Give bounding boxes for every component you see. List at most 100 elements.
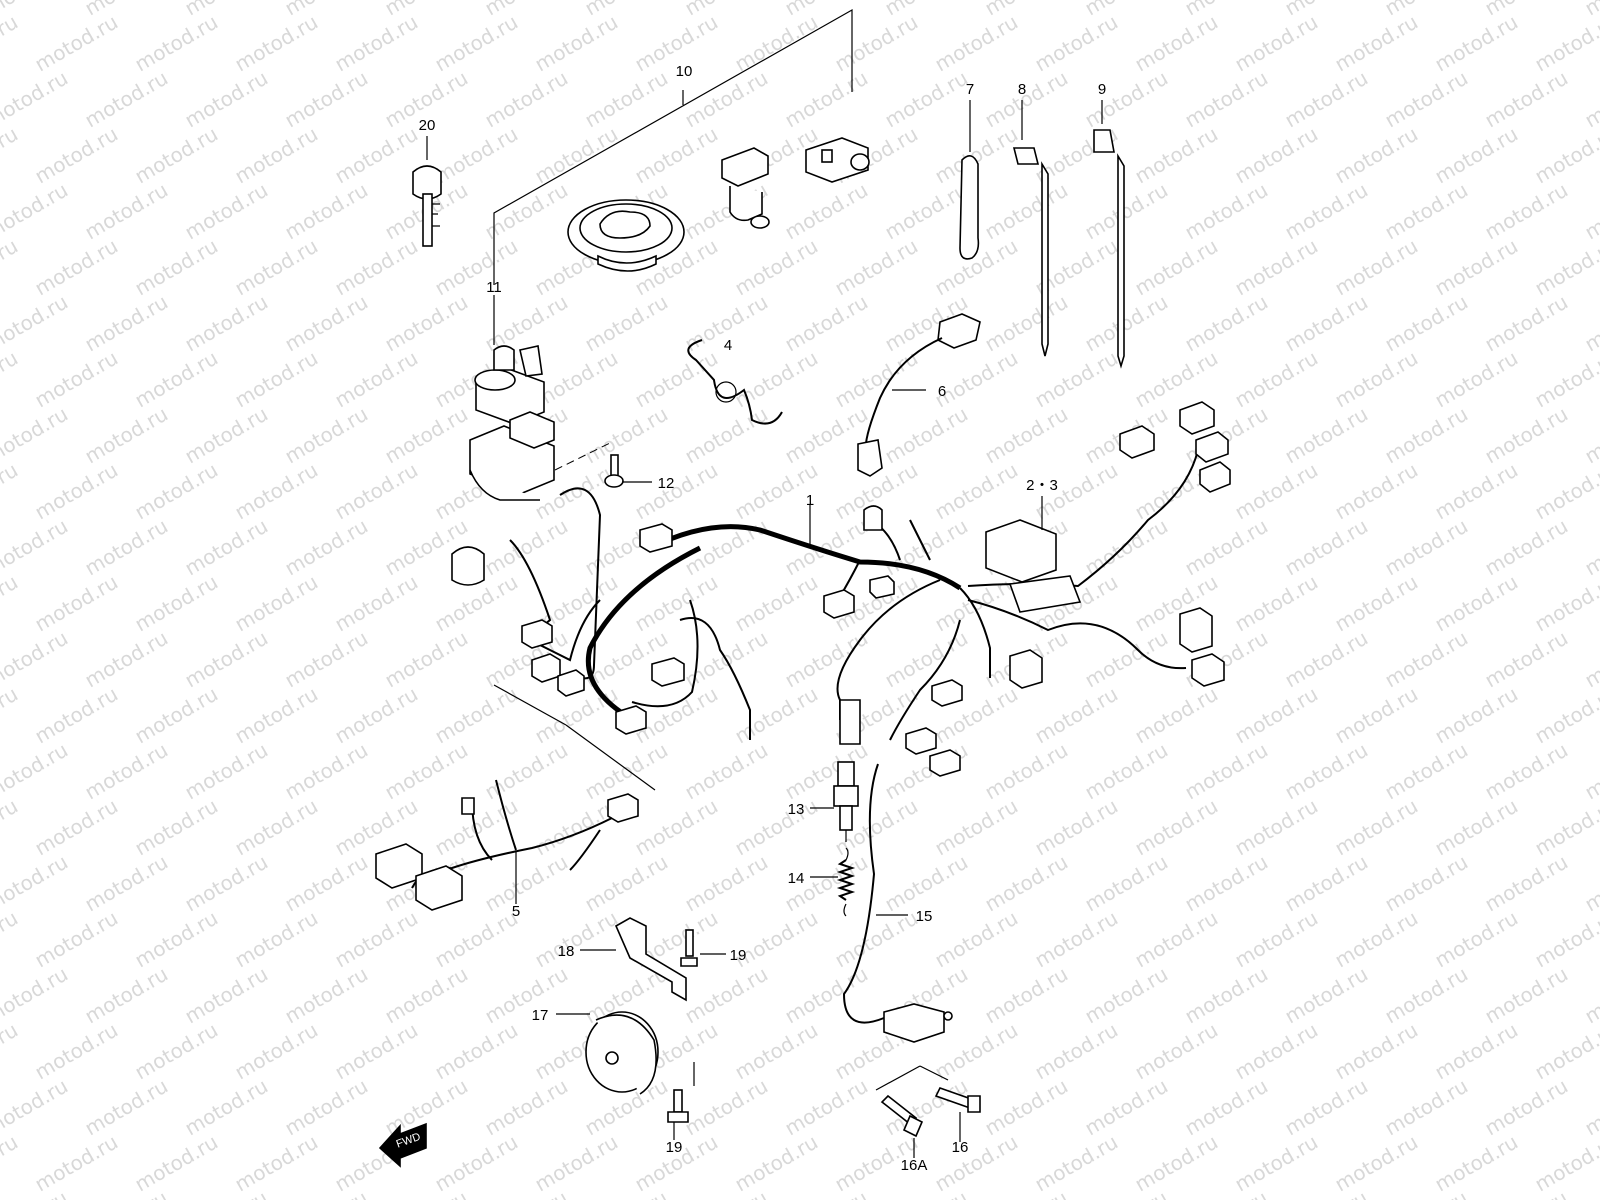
- watermark-text: motod.ru: [881, 402, 972, 469]
- watermark-text: motod.ru: [0, 794, 22, 861]
- watermark-text: motod.ru: [1031, 794, 1122, 861]
- watermark-text: motod.ru: [0, 1130, 22, 1197]
- watermark-text: motod.ru: [181, 738, 272, 805]
- watermark-text: motod.ru: [31, 346, 122, 413]
- callout-4: 4: [724, 337, 732, 354]
- watermark-text: motod.ru: [0, 850, 72, 917]
- watermark-text: motod.ru: [1131, 234, 1222, 301]
- watermark-text: motod.ru: [1581, 402, 1600, 469]
- callout-5: 5: [512, 903, 520, 920]
- lock-cylinder[interactable]: [805, 137, 870, 183]
- watermark-text: motod.ru: [1181, 178, 1272, 245]
- watermark-text: motod.ru: [1531, 10, 1600, 77]
- watermark-text: motod.ru: [1231, 346, 1322, 413]
- watermark-text: motod.ru: [1181, 66, 1272, 133]
- watermark-text: motod.ru: [1581, 738, 1600, 805]
- watermark-text: motod.ru: [131, 570, 222, 637]
- watermark-text: motod.ru: [131, 10, 222, 77]
- watermark-text: motod.ru: [131, 234, 222, 301]
- watermark-text: motod.ru: [481, 66, 572, 133]
- watermark-text: motod.ru: [0, 514, 72, 581]
- watermark-text: motod.ru: [981, 1186, 1072, 1200]
- watermark-text: motod.ru: [1231, 10, 1322, 77]
- horn-17[interactable]: [585, 1011, 659, 1095]
- watermark-text: motod.ru: [1281, 402, 1372, 469]
- watermark-text: motod.ru: [1581, 1186, 1600, 1200]
- watermark-text: motod.ru: [0, 234, 22, 301]
- bolt-19-upper[interactable]: [680, 929, 698, 967]
- spring-14[interactable]: [836, 847, 856, 917]
- watermark-text: motod.ru: [1131, 906, 1222, 973]
- callout-17: 17: [532, 1007, 549, 1024]
- watermark-text: motod.ru: [1181, 290, 1272, 357]
- watermark-text: motod.ru: [731, 458, 822, 525]
- watermark-text: motod.ru: [0, 402, 72, 469]
- watermark-text: motod.ru: [1231, 682, 1322, 749]
- clamp-8[interactable]: [1012, 100, 1049, 357]
- watermark-text: motod.ru: [981, 738, 1072, 805]
- bolt-16[interactable]: [934, 1087, 981, 1113]
- watermark-text: motod.ru: [1581, 178, 1600, 245]
- watermark-text: motod.ru: [481, 962, 572, 1029]
- clamp-9[interactable]: [1093, 100, 1125, 369]
- watermark-text: motod.ru: [981, 178, 1072, 245]
- watermark-text: motod.ru: [231, 682, 322, 749]
- watermark-text: motod.ru: [1131, 346, 1222, 413]
- watermark-text: motod.ru: [1281, 514, 1372, 581]
- watermark-text: motod.ru: [1381, 962, 1472, 1029]
- watermark-text: motod.ru: [1331, 10, 1422, 77]
- watermark-text: motod.ru: [1431, 570, 1522, 637]
- watermark-text: motod.ru: [81, 0, 172, 20]
- watermark-text: motod.ru: [281, 0, 372, 20]
- watermark-text: motod.ru: [181, 1074, 272, 1141]
- bolt-16a[interactable]: [880, 1094, 924, 1138]
- watermark-text: motod.ru: [781, 962, 872, 1029]
- main-wiring-harness[interactable]: [451, 401, 1231, 777]
- watermark-text: motod.ru: [1081, 178, 1172, 245]
- watermark-text: motod.ru: [1481, 1186, 1572, 1200]
- fuel-cap[interactable]: [567, 199, 685, 272]
- watermark-text: motod.ru: [1531, 122, 1600, 189]
- lead-wire-6[interactable]: [857, 313, 981, 477]
- seat-lock[interactable]: [721, 147, 770, 229]
- watermark-text: motod.ru: [1381, 0, 1472, 20]
- watermark-text: motod.ru: [1381, 178, 1472, 245]
- watermark-text: motod.ru: [881, 0, 972, 20]
- watermark-text: motod.ru: [1331, 1018, 1422, 1085]
- watermark-text: motod.ru: [1481, 0, 1572, 20]
- ignition-switch[interactable]: [469, 295, 555, 501]
- bolt-19-lower[interactable]: [667, 1089, 689, 1123]
- watermark-text: motod.ru: [131, 458, 222, 525]
- watermark-text: motod.ru: [881, 178, 972, 245]
- watermark-text: motod.ru: [231, 10, 322, 77]
- watermark-text: motod.ru: [781, 66, 872, 133]
- watermark-text: motod.ru: [31, 458, 122, 525]
- watermark-text: motod.ru: [1331, 570, 1422, 637]
- watermark-text: motod.ru: [1231, 122, 1322, 189]
- sub-harness-5[interactable]: [375, 684, 656, 911]
- watermark-text: motod.ru: [231, 1018, 322, 1085]
- watermark-text: motod.ru: [231, 458, 322, 525]
- watermark-text: motod.ru: [231, 570, 322, 637]
- ignition-key[interactable]: [412, 165, 442, 247]
- watermark-text: motod.ru: [1431, 346, 1522, 413]
- watermark-text: motod.ru: [0, 906, 22, 973]
- brake-switch-13[interactable]: [833, 761, 859, 842]
- bolt-12[interactable]: [604, 454, 624, 488]
- watermark-text: motod.ru: [0, 1186, 72, 1200]
- spring-4[interactable]: [687, 339, 783, 425]
- watermark-text: motod.ru: [181, 1186, 272, 1200]
- watermark-text: motod.ru: [881, 66, 972, 133]
- watermark-text: motod.ru: [1581, 66, 1600, 133]
- watermark-text: motod.ru: [1381, 402, 1472, 469]
- watermark-text: motod.ru: [181, 514, 272, 581]
- watermark-text: motod.ru: [1181, 1074, 1272, 1141]
- watermark-text: motod.ru: [81, 850, 172, 917]
- horn-bracket-18[interactable]: [614, 917, 687, 1002]
- watermark-text: motod.ru: [1481, 402, 1572, 469]
- watermark-text: motod.ru: [731, 570, 822, 637]
- watermark-text: motod.ru: [981, 290, 1072, 357]
- cable-guide-7[interactable]: [959, 100, 980, 260]
- cable-15[interactable]: [842, 763, 953, 1043]
- watermark-text: motod.ru: [631, 122, 722, 189]
